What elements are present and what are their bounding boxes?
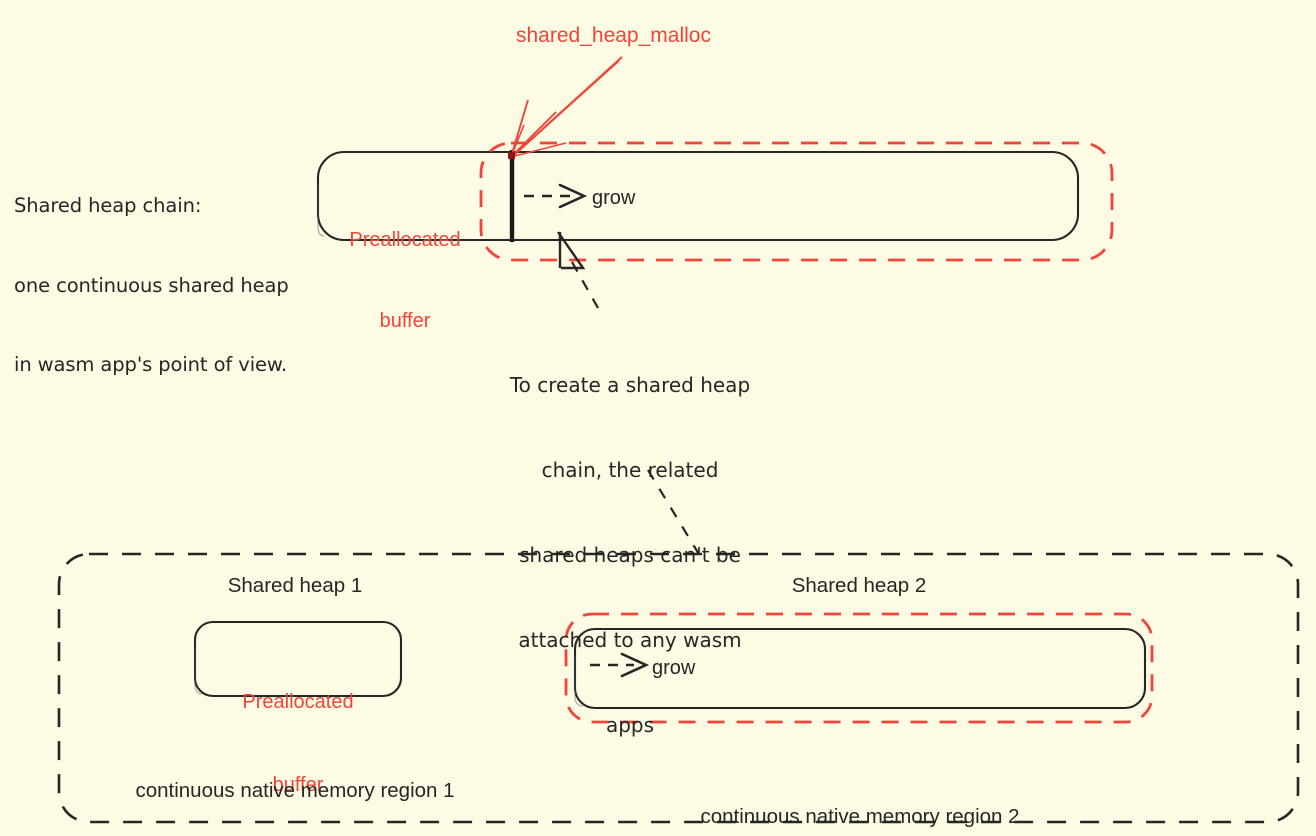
top-preallocated-buffer-label: Preallocated buffer <box>332 173 478 389</box>
native-memory-region-1-caption: continuous native memory region 1 (from … <box>80 718 510 836</box>
shared-heap-chain-description: Shared heap chain: one continuous shared… <box>14 142 289 431</box>
note-line-5: apps <box>605 713 655 738</box>
region-2-caption-line-1: continuous native memory region 2 <box>700 805 1020 829</box>
top-preallocated-line-1: Preallocated <box>349 229 461 251</box>
top-grow-label: grow <box>592 187 636 209</box>
native-memory-region-2-caption: continuous native memory region 2 (WAMR … <box>650 744 1070 836</box>
note-to-bar-arrow-icon <box>557 231 599 309</box>
note-line-3: shared heaps can't be <box>519 543 741 568</box>
top-preallocated-line-2: buffer <box>379 310 431 332</box>
description-line-3: in wasm app's point of view. <box>14 352 288 376</box>
top-bar-sketch-stroke <box>317 184 325 237</box>
description-line-1: Shared heap chain: <box>14 194 202 218</box>
shared-heap-malloc-label: shared_heap_malloc <box>516 24 711 47</box>
bottom-grow-label: grow <box>652 657 696 679</box>
bottom-preallocated-line-2: buffer <box>272 773 324 796</box>
bottom-preallocated-line-1: Preallocated <box>242 691 354 714</box>
bottom-preallocated-buffer-label: Preallocated buffer <box>196 634 400 836</box>
note-line-4: attached to any wasm <box>518 628 742 653</box>
top-grow-arrow-icon <box>524 183 588 209</box>
shared-heap-1-title: Shared heap 1 <box>227 574 363 597</box>
note-line-2: chain, the related <box>541 457 719 482</box>
note-line-1: To create a shared heap <box>509 372 751 397</box>
region-1-caption-line-1: continuous native memory region 1 <box>135 779 455 803</box>
shared-heap-chain-note: To create a shared heap chain, the relat… <box>480 314 780 797</box>
description-line-2: one continuous shared heap <box>14 273 289 297</box>
shared-heap-malloc-arrow-icon <box>508 56 623 159</box>
shared-heap-2-title: Shared heap 2 <box>791 574 927 597</box>
top-red-dashed-region <box>479 141 1114 262</box>
